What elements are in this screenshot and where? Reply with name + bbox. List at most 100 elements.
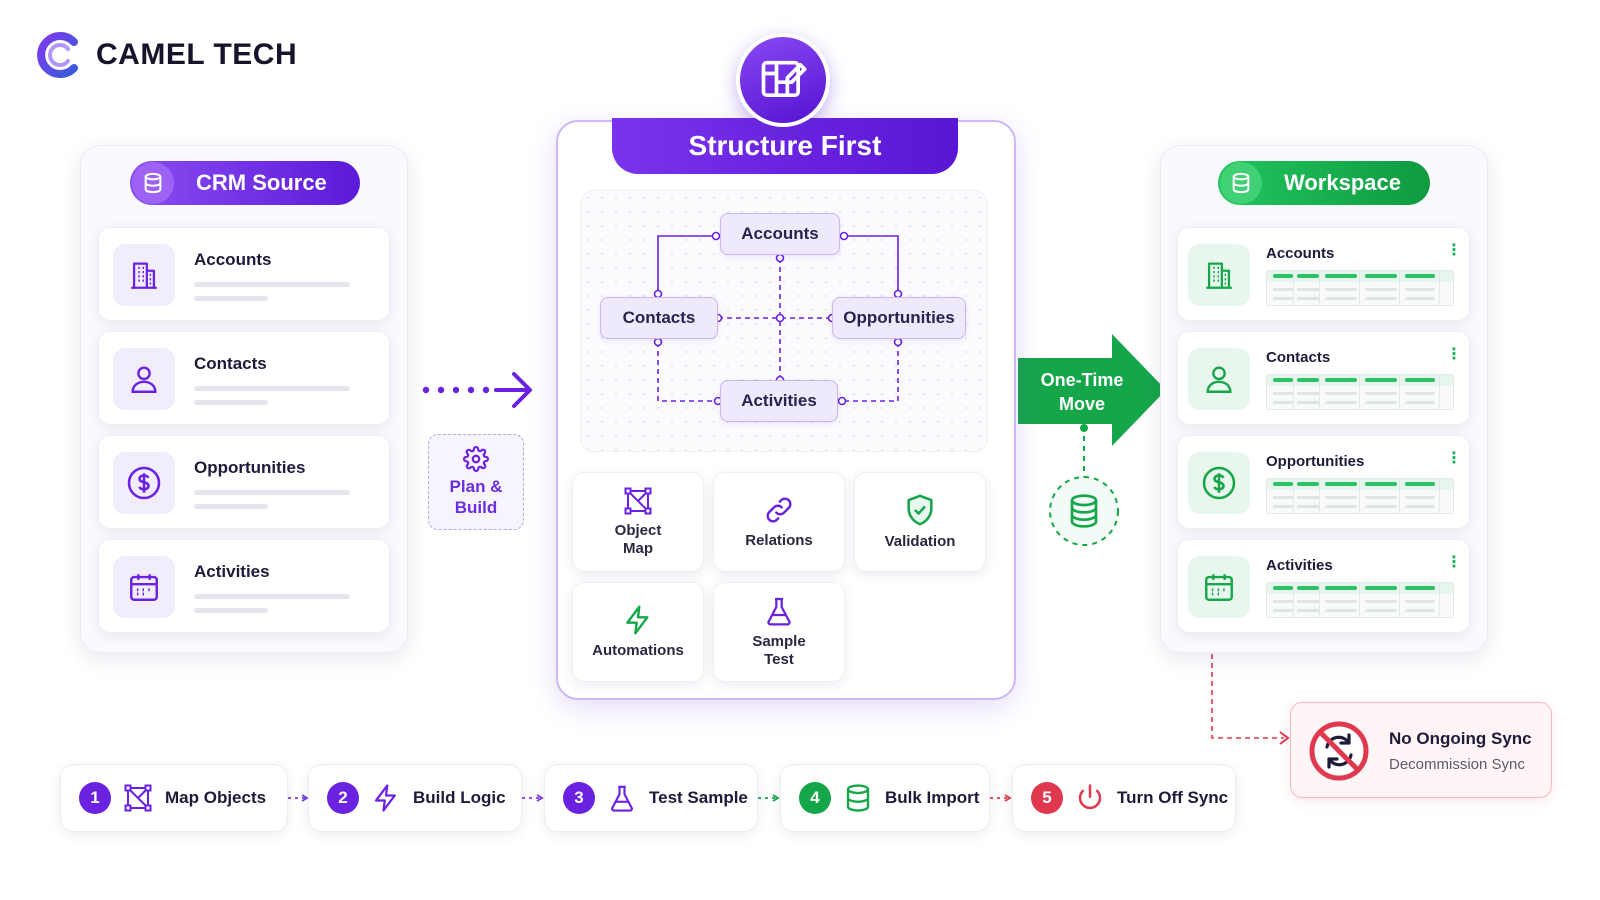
table-header-cell <box>1297 482 1319 486</box>
table-cell <box>1405 496 1435 499</box>
table-cell <box>1325 288 1357 291</box>
table-divider <box>1359 271 1360 305</box>
object-map-icon <box>123 783 153 813</box>
step-number-badge: 4 <box>799 782 831 814</box>
database-icon <box>1220 162 1262 204</box>
tool-automations[interactable]: Automations <box>572 582 704 682</box>
dollar-icon <box>1188 452 1250 514</box>
table-header-cell <box>1297 586 1319 590</box>
brand-logo: CAMEL TECH <box>34 30 297 80</box>
table-header-cell <box>1325 378 1357 382</box>
tool-label-line2: Test <box>764 651 794 668</box>
tool-label-line2: Map <box>623 540 653 557</box>
table-cell <box>1325 401 1357 404</box>
schema-node-opportunities[interactable]: Opportunities <box>832 297 966 339</box>
schema-node-activities[interactable]: Activities <box>720 380 838 422</box>
crm-card-label: Accounts <box>194 250 272 269</box>
table-cell <box>1325 600 1357 603</box>
table-header-cell <box>1273 274 1293 278</box>
workspace-title: Workspace <box>1284 170 1401 195</box>
table-divider <box>1293 479 1294 513</box>
placeholder-bar <box>194 400 268 405</box>
mini-table-preview <box>1266 374 1454 410</box>
mini-table-preview <box>1266 478 1454 514</box>
step-number-badge: 5 <box>1031 782 1063 814</box>
table-cell <box>1365 505 1397 508</box>
one-time-move-line2: Move <box>1058 394 1105 414</box>
table-divider <box>1319 479 1320 513</box>
lightning-icon <box>371 783 401 813</box>
table-cell <box>1273 297 1293 300</box>
more-vertical-icon[interactable]: ⋮ <box>1446 346 1462 363</box>
table-divider <box>1439 583 1440 617</box>
placeholder-bar <box>194 594 350 599</box>
tool-relations[interactable]: Relations <box>713 472 845 572</box>
table-cell <box>1273 600 1293 603</box>
table-cell <box>1365 297 1397 300</box>
table-cell <box>1273 609 1293 612</box>
brand-name: CAMEL TECH <box>96 38 298 71</box>
table-cell <box>1297 297 1319 300</box>
database-icon <box>132 162 174 204</box>
step-label: Test Sample <box>649 788 748 807</box>
table-divider <box>1399 271 1400 305</box>
more-vertical-icon[interactable]: ⋮ <box>1446 242 1462 259</box>
table-header-cell <box>1405 378 1435 382</box>
workspace-card-label: Accounts <box>1266 245 1335 262</box>
table-cell <box>1405 297 1435 300</box>
step-bulk-import[interactable]: 4 Bulk Import <box>780 764 990 832</box>
tool-label-line1: Object <box>614 522 662 539</box>
table-header-cell <box>1325 274 1357 278</box>
building-icon <box>113 244 175 306</box>
no-sync-icon <box>1309 721 1369 781</box>
gear-icon <box>463 446 489 472</box>
table-cell <box>1365 496 1397 499</box>
crm-card-opportunities[interactable]: Opportunities <box>98 435 390 529</box>
placeholder-bar <box>194 386 350 391</box>
crm-card-label: Activities <box>194 562 270 581</box>
mini-table-header <box>1267 479 1453 490</box>
table-cell <box>1297 505 1319 508</box>
table-cell <box>1405 600 1435 603</box>
more-vertical-icon[interactable]: ⋮ <box>1446 554 1462 571</box>
table-divider <box>1439 375 1440 409</box>
tool-label-line1: Automations <box>592 642 684 659</box>
tool-label: Automations <box>592 642 684 660</box>
workspace-card-activities[interactable]: Activities ⋮ <box>1177 539 1470 633</box>
workspace-card-opportunities[interactable]: Opportunities⋮ <box>1177 435 1470 529</box>
crm-source-title: CRM Source <box>196 170 327 195</box>
table-header-cell <box>1405 586 1435 590</box>
workspace-card-contacts[interactable]: Contacts⋮ <box>1177 331 1470 425</box>
schema-node-contacts[interactable]: Contacts <box>600 297 718 339</box>
table-cell <box>1405 401 1435 404</box>
lightning-icon <box>622 604 654 636</box>
dollar-icon <box>113 452 175 514</box>
table-cell <box>1297 600 1319 603</box>
table-header-cell <box>1297 378 1319 382</box>
table-cell <box>1405 392 1435 395</box>
workspace-card-label: Activities <box>1266 557 1333 574</box>
tool-validation[interactable]: Validation <box>854 472 986 572</box>
schema-node-accounts[interactable]: Accounts <box>720 213 840 255</box>
no-ongoing-sync-box: No Ongoing Sync Decommission Sync <box>1290 702 1552 798</box>
calendar-icon <box>1188 556 1250 618</box>
step-label: Map Objects <box>165 788 267 807</box>
crm-card-activities[interactable]: Activities <box>98 539 390 633</box>
tool-label-line1: Relations <box>745 532 813 549</box>
power-icon <box>1075 783 1105 813</box>
workspace-card-accounts[interactable]: Accounts ⋮ <box>1177 227 1470 321</box>
table-cell <box>1273 505 1293 508</box>
step-label: Bulk Import <box>885 788 980 807</box>
crm-card-contacts[interactable]: Contacts <box>98 331 390 425</box>
crm-card-accounts[interactable]: Accounts <box>98 227 390 321</box>
more-vertical-icon[interactable]: ⋮ <box>1446 450 1462 467</box>
schema-connectors <box>653 231 903 406</box>
workspace-header: Workspace <box>1218 161 1430 205</box>
